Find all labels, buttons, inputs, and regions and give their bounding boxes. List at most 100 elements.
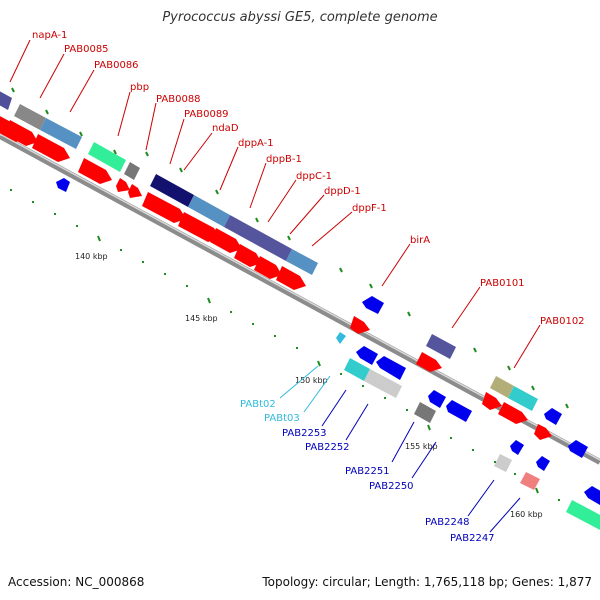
function-block bbox=[364, 369, 402, 398]
gene-label-PAB0102[interactable]: PAB0102 bbox=[540, 316, 585, 327]
rna-arrow bbox=[336, 332, 346, 344]
label-leader bbox=[411, 441, 437, 479]
function-block bbox=[0, 91, 12, 110]
tick-minor bbox=[230, 311, 232, 313]
gene-label-PAB2253[interactable]: PAB2253 bbox=[282, 428, 327, 439]
function-block bbox=[40, 118, 82, 149]
forward-cds-arrows bbox=[0, 116, 552, 440]
tick-outer bbox=[507, 365, 511, 371]
tick-major bbox=[97, 235, 101, 242]
gene-label-pbp[interactable]: pbp bbox=[130, 82, 149, 93]
tick-minor bbox=[32, 201, 34, 203]
label-leader bbox=[391, 421, 415, 463]
tick-minor bbox=[142, 261, 144, 263]
function-block bbox=[14, 104, 46, 130]
gene-label-PAB2248[interactable]: PAB2248 bbox=[425, 517, 470, 528]
tick-minor bbox=[406, 409, 408, 411]
label-leader bbox=[451, 286, 481, 329]
tick-outer bbox=[45, 109, 49, 115]
gene-label-dppF-1[interactable]: dppF-1 bbox=[352, 203, 387, 214]
gene-label-dppB-1[interactable]: dppB-1 bbox=[266, 154, 302, 165]
accession-text: Accession: NC_000868 bbox=[8, 575, 145, 589]
tick-outer bbox=[565, 403, 569, 409]
cds-arrow bbox=[536, 456, 550, 471]
cds-arrow bbox=[254, 256, 282, 279]
reverse-gene-label-texts: PABt02 PABt03 PAB2253 PAB2252 PAB2251 PA… bbox=[240, 399, 495, 544]
label-leader bbox=[381, 243, 411, 287]
gene-label-PAB0089[interactable]: PAB0089 bbox=[184, 109, 229, 120]
tick-outer bbox=[369, 283, 373, 289]
cds-arrow bbox=[510, 440, 524, 455]
tick-minor bbox=[252, 323, 254, 325]
label-leader bbox=[69, 69, 95, 113]
gene-label-PAB0088[interactable]: PAB0088 bbox=[156, 94, 201, 105]
tick-outer bbox=[79, 131, 83, 137]
cds-arrow bbox=[362, 296, 384, 314]
label-leader bbox=[39, 53, 65, 99]
minor-ticks bbox=[10, 189, 560, 501]
function-block bbox=[88, 142, 126, 172]
gene-label-dppC-1[interactable]: dppC-1 bbox=[296, 171, 332, 182]
label-leader bbox=[489, 497, 521, 533]
forward-gene-label-texts: napA-1 PAB0085 PAB0086 pbp PAB0088 PAB00… bbox=[32, 30, 585, 327]
function-block bbox=[150, 174, 194, 207]
function-block bbox=[520, 472, 540, 490]
cds-arrow bbox=[376, 356, 406, 380]
function-block bbox=[414, 402, 436, 423]
function-block bbox=[344, 358, 370, 381]
tick-minor bbox=[186, 285, 188, 287]
cds-arrow bbox=[210, 228, 242, 253]
tick-minor bbox=[340, 373, 342, 375]
gene-label-napA-1[interactable]: napA-1 bbox=[32, 30, 67, 41]
gene-label-PAB2251[interactable]: PAB2251 bbox=[345, 466, 390, 477]
function-block bbox=[494, 454, 512, 472]
scale-label: 160 kbp bbox=[510, 510, 543, 519]
tick-major bbox=[317, 360, 321, 367]
gene-label-PAB2252[interactable]: PAB2252 bbox=[305, 442, 350, 453]
reverse-gene-leaders bbox=[279, 365, 521, 533]
gene-label-ndaD[interactable]: ndaD bbox=[212, 123, 239, 134]
tick-outer bbox=[179, 167, 183, 173]
cds-arrow bbox=[350, 316, 370, 334]
forward-gene-labels bbox=[9, 39, 541, 369]
gene-label-PAB0085[interactable]: PAB0085 bbox=[64, 44, 109, 55]
cds-arrow bbox=[356, 346, 378, 365]
cds-arrow bbox=[584, 486, 600, 505]
gene-label-PAB0086[interactable]: PAB0086 bbox=[94, 60, 139, 71]
label-leader bbox=[267, 179, 297, 223]
cds-arrow bbox=[142, 192, 186, 223]
function-block bbox=[566, 500, 600, 530]
label-leader bbox=[9, 39, 31, 83]
gene-label-birA[interactable]: birA bbox=[410, 235, 430, 246]
tick-minor bbox=[164, 273, 166, 275]
tick-outer bbox=[531, 385, 535, 391]
label-leader bbox=[311, 211, 353, 247]
tick-major bbox=[427, 424, 431, 431]
reverse-cds-arrows bbox=[56, 178, 600, 505]
gene-label-PAB2247[interactable]: PAB2247 bbox=[450, 533, 495, 544]
gene-label-dppA-1[interactable]: dppA-1 bbox=[238, 138, 274, 149]
scale-label: 140 kbp bbox=[75, 252, 108, 261]
label-leader bbox=[321, 389, 347, 427]
cds-arrow bbox=[78, 158, 112, 184]
label-leader bbox=[303, 375, 331, 413]
genome-summary-text: Topology: circular; Length: 1,765,118 bp… bbox=[262, 575, 592, 589]
scale-label: 155 kbp bbox=[405, 442, 438, 451]
label-leader bbox=[345, 403, 369, 441]
tick-outer bbox=[215, 189, 219, 195]
label-leader bbox=[279, 365, 319, 399]
gene-label-PAB2250[interactable]: PAB2250 bbox=[369, 481, 414, 492]
tick-minor bbox=[450, 437, 452, 439]
gene-label-dppD-1[interactable]: dppD-1 bbox=[324, 186, 361, 197]
label-leader bbox=[249, 162, 267, 209]
function-block bbox=[508, 386, 538, 411]
gene-label-PABt02[interactable]: PABt02 bbox=[240, 399, 276, 410]
function-block bbox=[124, 162, 140, 180]
cds-arrow bbox=[234, 244, 262, 267]
function-block bbox=[286, 249, 318, 275]
label-leader bbox=[513, 324, 541, 369]
scale-label: 145 kbp bbox=[185, 314, 218, 323]
gene-label-PABt03[interactable]: PABt03 bbox=[264, 413, 300, 424]
tick-minor bbox=[54, 213, 56, 215]
gene-label-PAB0101[interactable]: PAB0101 bbox=[480, 278, 525, 289]
